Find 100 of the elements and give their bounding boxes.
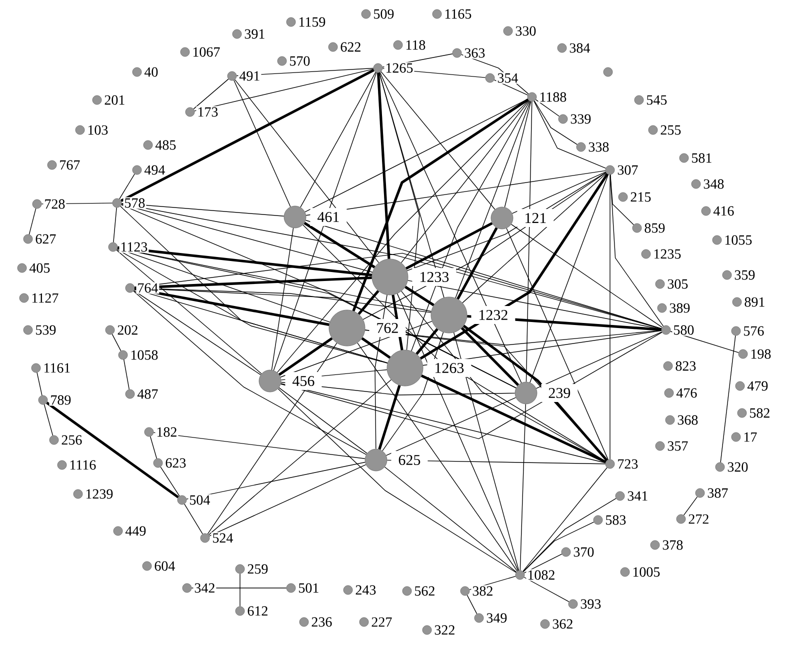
node-label: 307: [616, 164, 640, 176]
node-label: 1005: [631, 566, 662, 578]
node-label: 578: [123, 197, 146, 209]
edge-line: [134, 276, 372, 290]
node-dot: [73, 489, 83, 499]
node-dot: [514, 382, 538, 404]
edge-line: [411, 100, 530, 352]
edge-line: [406, 222, 493, 270]
edge-line: [510, 224, 662, 328]
node-dot: [132, 67, 142, 77]
node-dot: [679, 153, 689, 163]
node-dot: [118, 350, 128, 360]
node-label: 227: [370, 616, 394, 628]
node-label: 272: [687, 513, 710, 525]
edge-line: [535, 99, 560, 117]
edge-line: [453, 332, 520, 571]
edge-line: [530, 174, 609, 383]
edge-line: [520, 404, 526, 571]
node-label: 509: [372, 8, 396, 20]
node-label: 789: [49, 394, 72, 406]
node-label: 256: [60, 434, 84, 446]
edge-line: [300, 72, 376, 208]
edge-line: [610, 174, 634, 226]
edge-line: [462, 324, 608, 462]
edge-line: [207, 342, 338, 534]
node-label: 723: [616, 458, 640, 470]
edge-line: [408, 280, 662, 330]
edge-line: [208, 379, 392, 536]
node-label: 823: [674, 360, 698, 372]
node-dot: [430, 296, 468, 334]
node-dot: [540, 619, 550, 629]
edge-line: [378, 384, 401, 450]
node-dot: [452, 48, 462, 58]
edge-line: [116, 248, 388, 364]
node-label: 389: [668, 302, 692, 314]
node-label: 501: [297, 582, 320, 594]
node-label: 762: [369, 318, 406, 338]
node-label: 494: [143, 164, 166, 176]
node-label: 627: [34, 233, 58, 245]
node-dot: [200, 533, 210, 543]
edge-line: [116, 250, 262, 374]
edge-line: [357, 342, 518, 572]
node-dot: [722, 270, 732, 280]
edge-line: [469, 576, 516, 590]
edge-line: [494, 80, 528, 96]
edge-line: [41, 202, 113, 204]
node-dot: [105, 325, 115, 335]
node-label: 243: [354, 584, 378, 596]
node-dot: [557, 43, 567, 53]
node-label: 570: [288, 55, 312, 67]
node-dot: [359, 617, 369, 627]
edge-line: [117, 248, 432, 312]
node-label: 1159: [297, 16, 327, 28]
node-label: 583: [604, 514, 628, 526]
edge-line: [46, 402, 179, 498]
node-dot: [735, 381, 745, 391]
node-dot: [460, 586, 470, 596]
node-dot: [180, 47, 190, 57]
edge-line: [670, 331, 739, 353]
node-label: 40: [143, 66, 160, 78]
edge-line: [193, 78, 229, 110]
node-label: 330: [514, 25, 538, 37]
edge-line: [361, 337, 391, 359]
edge-line: [271, 228, 294, 370]
node-label: 622: [339, 41, 362, 53]
node-dot: [23, 234, 33, 244]
node-dot: [648, 125, 658, 135]
node-dot: [402, 586, 412, 596]
node-dot: [185, 107, 195, 117]
node-dot: [153, 458, 163, 468]
node-label: 357: [666, 440, 690, 452]
edge-line: [526, 101, 532, 382]
node-label: 182: [155, 426, 178, 438]
edge-line: [461, 54, 529, 94]
edge-line: [134, 288, 330, 326]
node-dot: [665, 415, 675, 425]
node-dot: [32, 199, 42, 209]
node-dot: [615, 491, 625, 501]
node-label: 1263: [427, 358, 472, 378]
node-label: 239: [541, 384, 578, 402]
node-dot: [143, 140, 153, 150]
node-dot: [386, 350, 424, 386]
edge-line: [420, 374, 606, 464]
node-label: 405: [28, 262, 52, 274]
node-dot: [232, 29, 242, 39]
edge-line: [358, 290, 380, 315]
node-dot: [364, 448, 388, 472]
node-dot: [19, 293, 29, 303]
node-dot: [605, 165, 615, 175]
node-dot: [576, 142, 586, 152]
node-label: 612: [246, 605, 270, 617]
node-dot: [474, 613, 484, 623]
node-dot: [485, 73, 495, 83]
node-label: 370: [572, 546, 596, 558]
edge-line: [536, 332, 662, 389]
node-label: 581: [690, 152, 714, 164]
node-label: 198: [749, 348, 772, 360]
node-dot: [235, 606, 245, 616]
node-dot: [182, 583, 192, 593]
edge-line: [460, 327, 520, 386]
